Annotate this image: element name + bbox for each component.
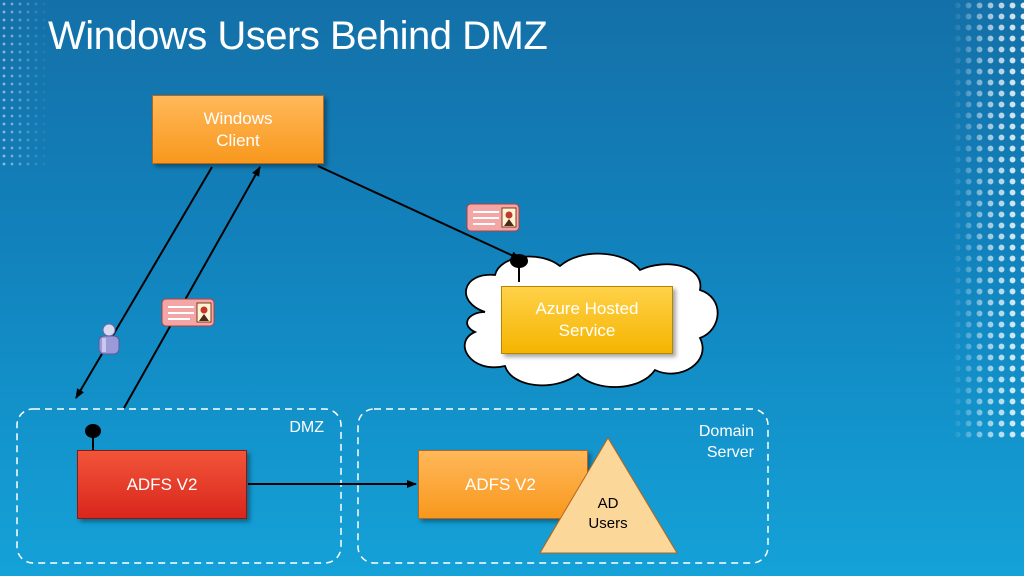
slide-title: Windows Users Behind DMZ: [48, 14, 548, 58]
endpoint-pin-icon: [85, 424, 101, 450]
arrow-client-to-dmz-adfs: [75, 166, 213, 399]
windows-client-label: Windows Client: [203, 109, 273, 150]
domain-server-label: Domain Server: [698, 423, 754, 461]
adfs-dmz-label: ADFS V2: [126, 474, 198, 494]
azure-hosted-service-label: Azure Hosted Service: [535, 299, 639, 340]
decorative-dots-left: [0, 0, 50, 170]
adfs-domain-label: ADFS V2: [465, 474, 536, 494]
azure-hosted-service-box: Azure Hosted Service: [501, 286, 673, 354]
adfs-dmz-box: ADFS V2: [77, 450, 247, 519]
arrow-client-to-azure: [317, 165, 521, 260]
ad-users-label: AD Users: [588, 495, 628, 532]
domain-server-zone: [357, 408, 769, 564]
windows-client-box: Windows Client: [152, 95, 324, 164]
dmz-label: DMZ: [289, 419, 324, 436]
security-token-icon: [466, 203, 520, 232]
endpoint-pin-icon: [510, 254, 528, 282]
security-token-icon: [161, 298, 215, 327]
user-icon: [98, 323, 120, 355]
decorative-dots-right: [952, 0, 1024, 440]
arrow-dmz-adfs-to-client: [123, 166, 261, 409]
dmz-zone: [16, 408, 342, 564]
